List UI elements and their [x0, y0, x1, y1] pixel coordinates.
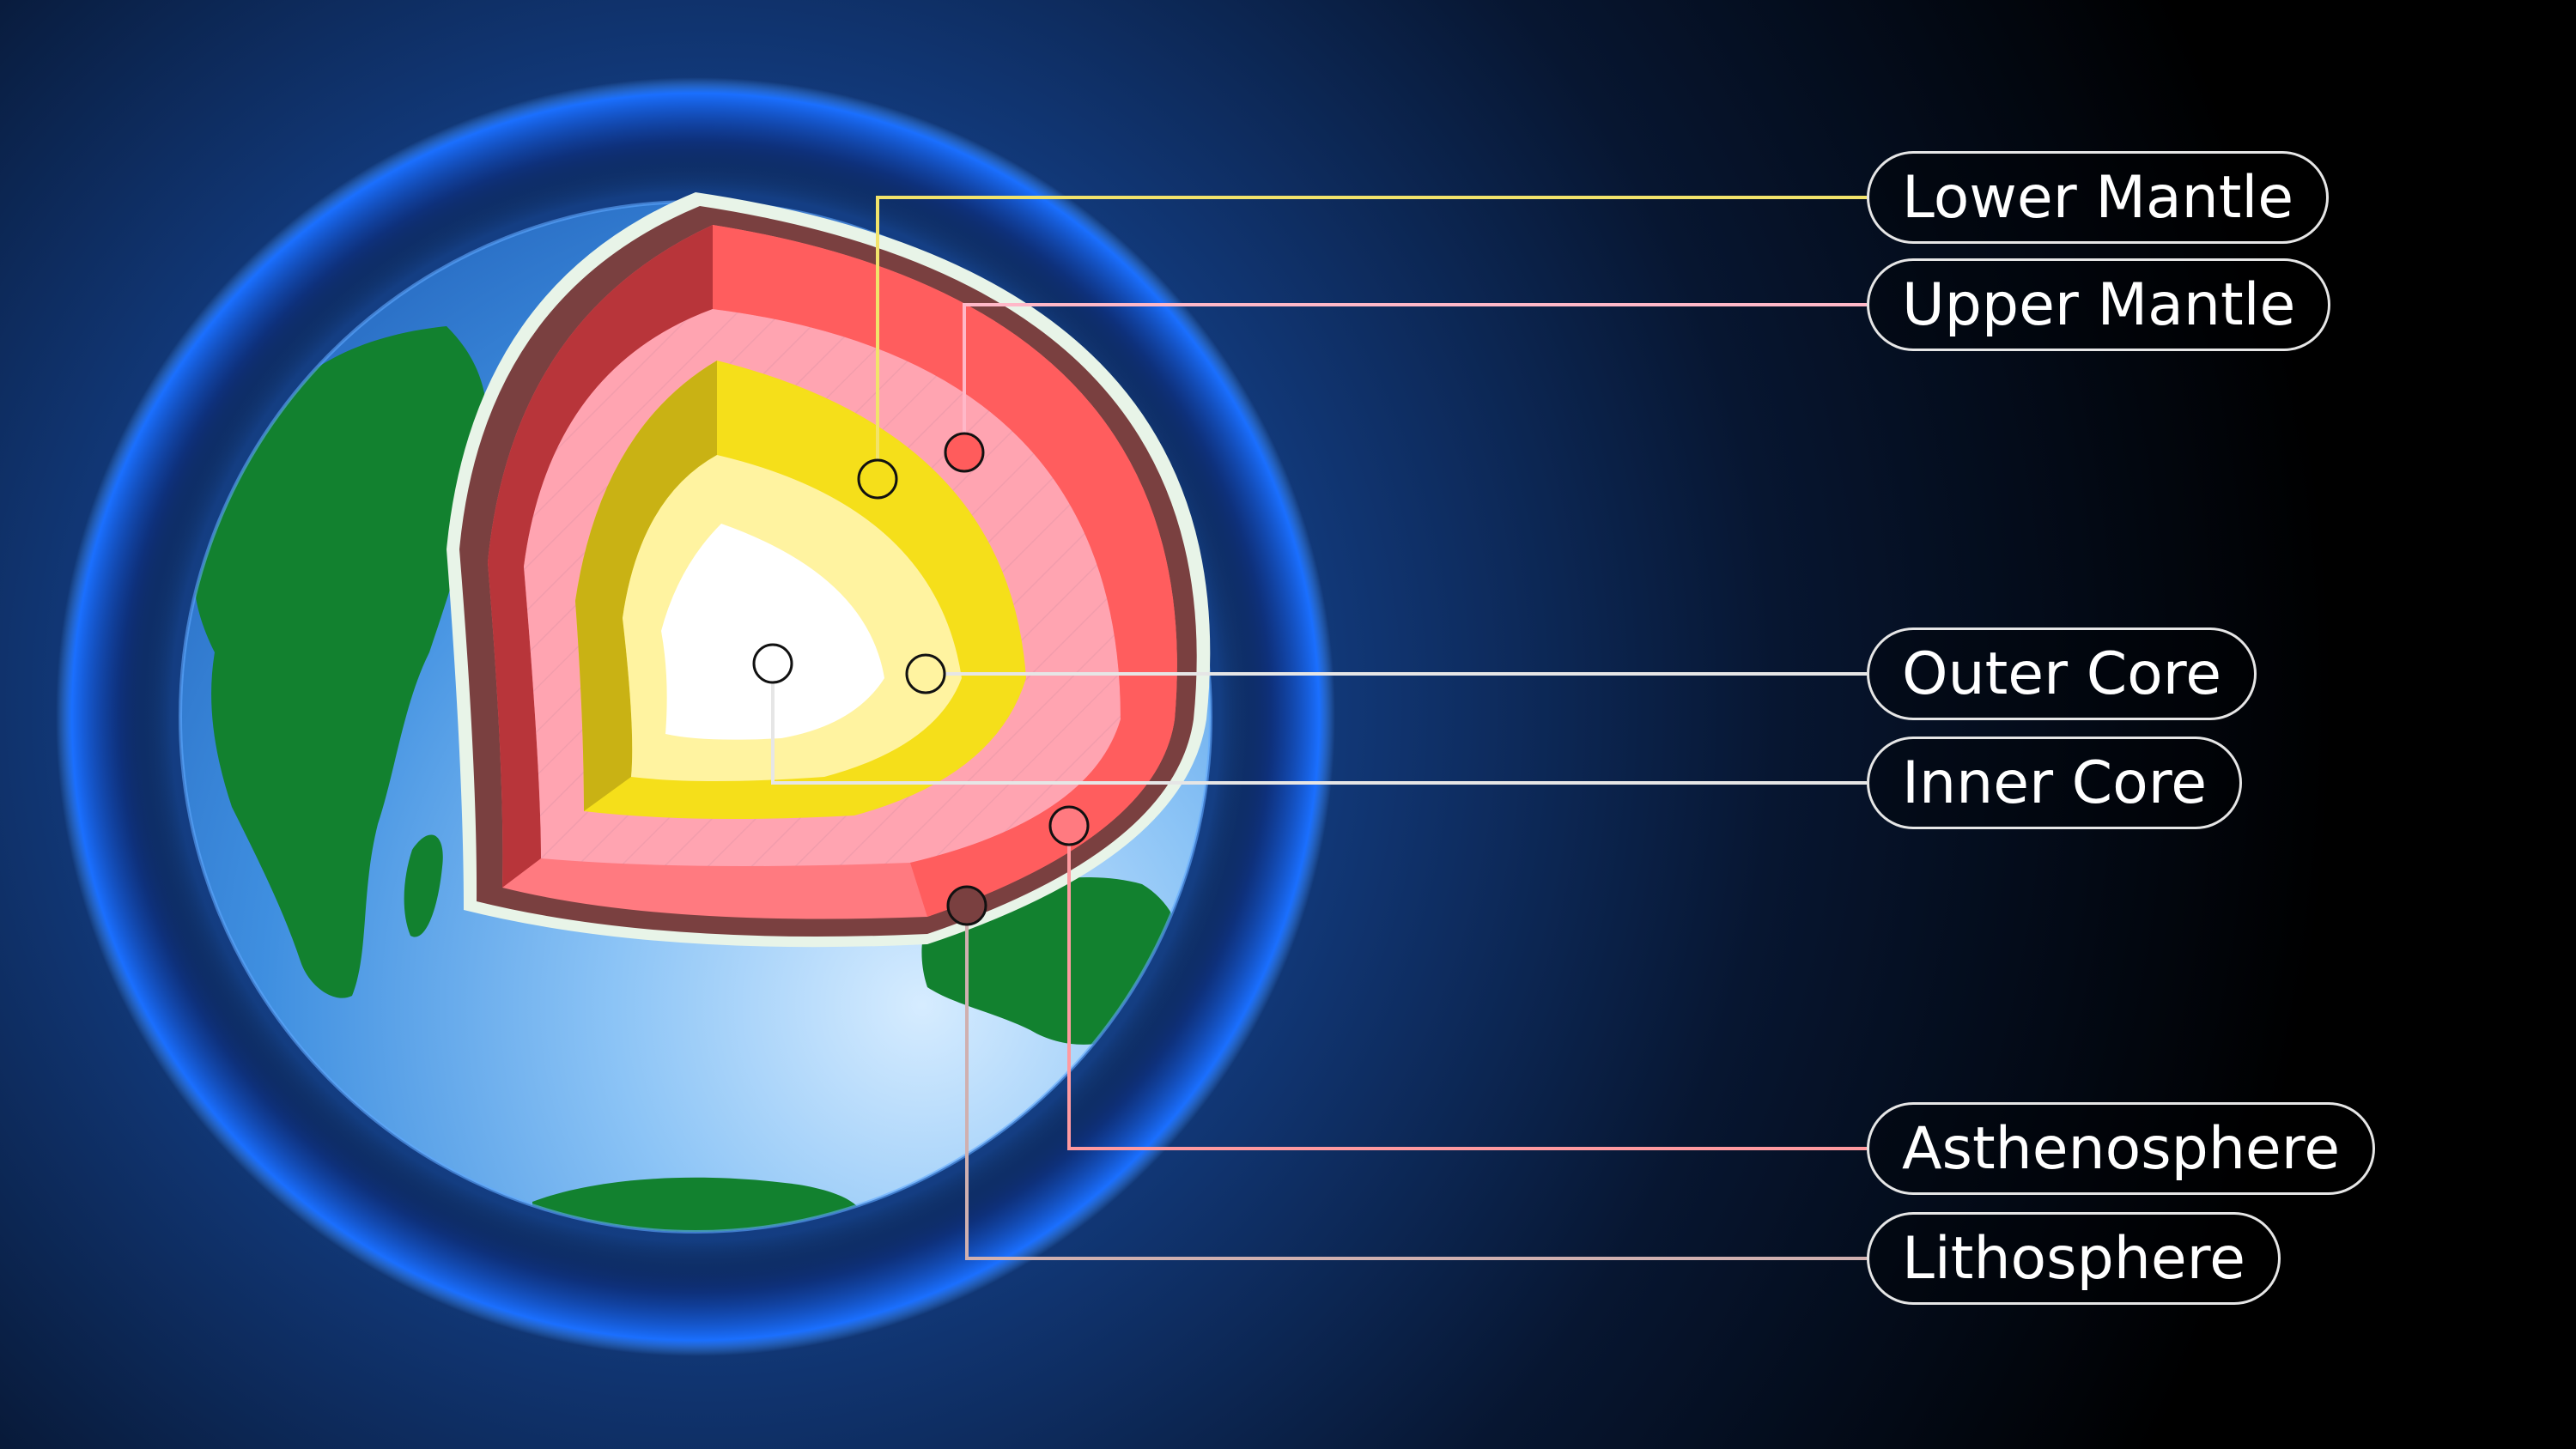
- marker-inner-core: [752, 643, 793, 684]
- label-lithosphere: Lithosphere: [1867, 1212, 2281, 1305]
- africa-landmass: [194, 326, 488, 998]
- marker-lithosphere: [946, 885, 987, 926]
- leader-lower-mantle: [876, 196, 1867, 481]
- label-outer-core-text: Outer Core: [1902, 640, 2222, 708]
- leader-upper-mantle: [963, 303, 1867, 453]
- outer-core-shadow-face: [575, 361, 717, 811]
- label-inner-core: Inner Core: [1867, 737, 2243, 829]
- cutaway-wedge: [447, 192, 1211, 948]
- label-asthenosphere: Asthenosphere: [1867, 1102, 2376, 1195]
- asthenosphere-shadow-face: [488, 225, 713, 888]
- label-upper-mantle: Upper Mantle: [1867, 258, 2331, 351]
- layer-markers: [752, 432, 1090, 926]
- lower-mantle-band: [713, 225, 1177, 917]
- label-lower-mantle: Lower Mantle: [1867, 151, 2330, 244]
- label-lithosphere-text: Lithosphere: [1902, 1224, 2245, 1293]
- label-lower-mantle-text: Lower Mantle: [1902, 163, 2294, 232]
- marker-asthenosphere: [1048, 805, 1090, 846]
- leader-lines: [771, 196, 1867, 1260]
- marker-lower-mantle: [857, 458, 898, 500]
- label-inner-core-text: Inner Core: [1902, 749, 2208, 817]
- label-outer-core: Outer Core: [1867, 627, 2257, 720]
- leader-lithosphere: [965, 906, 1867, 1260]
- leader-inner-core: [771, 665, 1867, 785]
- label-asthenosphere-text: Asthenosphere: [1902, 1114, 2341, 1183]
- label-upper-mantle-text: Upper Mantle: [1902, 270, 2296, 339]
- inner-core: [661, 524, 884, 740]
- madagascar-landmass: [404, 834, 443, 937]
- marker-outer-core: [905, 653, 946, 694]
- marker-upper-mantle: [944, 432, 985, 473]
- leader-asthenosphere: [1067, 826, 1867, 1150]
